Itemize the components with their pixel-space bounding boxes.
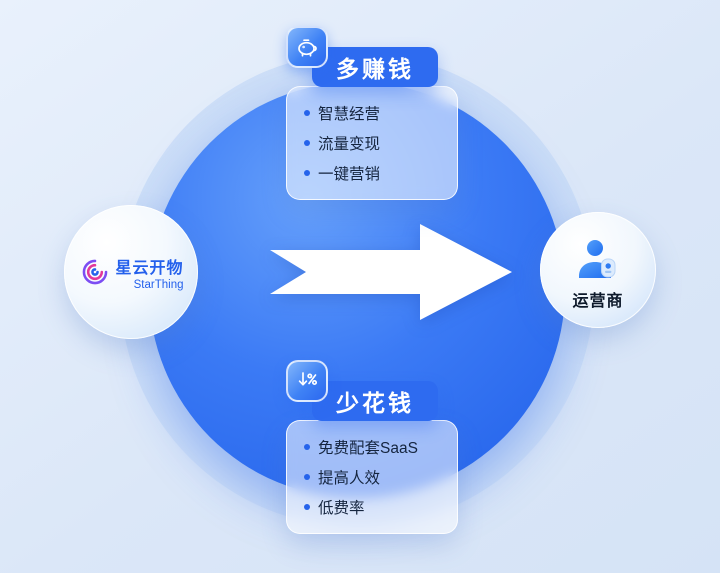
list-item: 流量变现 xyxy=(304,128,449,158)
starthing-logo-text: 星云开物 StarThing xyxy=(115,254,183,291)
discount-down-icon xyxy=(286,360,328,402)
list-item-label: 低费率 xyxy=(318,500,365,517)
list-item: 免费配套SaaS xyxy=(304,432,449,462)
list-item-label: 提高人效 xyxy=(318,470,381,487)
bullet-dot xyxy=(304,444,310,450)
bullet-dot xyxy=(304,474,310,480)
right-block-arrow xyxy=(270,224,512,320)
operator-node: 运营商 xyxy=(540,212,656,328)
spend-less-card: 免费配套SaaS 提高人效 低费率 xyxy=(286,420,458,534)
piggy-bank-glyph xyxy=(298,39,317,57)
earn-more-title: 多赚钱 xyxy=(312,47,438,87)
starthing-logo: 星云开物 StarThing xyxy=(78,254,184,291)
bullet-dot xyxy=(304,504,310,510)
spend-less-title: 少花钱 xyxy=(312,381,438,421)
list-item: 低费率 xyxy=(304,492,449,522)
operator-label: 运营商 xyxy=(572,292,624,310)
list-item-label: 智慧经营 xyxy=(318,106,381,123)
starthing-node: 星云开物 StarThing xyxy=(64,205,198,339)
discount-down-glyph xyxy=(298,372,318,386)
list-item-label: 流量变现 xyxy=(318,136,381,153)
list-item: 提高人效 xyxy=(304,462,449,492)
list-item-label: 免费配套SaaS xyxy=(318,440,418,457)
list-item: 一键营销 xyxy=(304,158,449,188)
bullet-dot xyxy=(304,170,310,176)
spiral-logo-icon xyxy=(83,259,108,285)
list-item: 智慧经营 xyxy=(304,98,449,128)
bullet-dot xyxy=(304,140,310,146)
earn-more-card: 智慧经营 流量变现 一键营销 xyxy=(286,86,458,200)
list-item-label: 一键营销 xyxy=(318,166,381,183)
bullet-dot xyxy=(304,110,310,116)
starthing-name-en: StarThing xyxy=(133,278,184,291)
person-badge-icon xyxy=(579,239,616,278)
piggy-bank-icon xyxy=(286,26,328,68)
starthing-name-cn: 星云开物 xyxy=(115,259,184,277)
